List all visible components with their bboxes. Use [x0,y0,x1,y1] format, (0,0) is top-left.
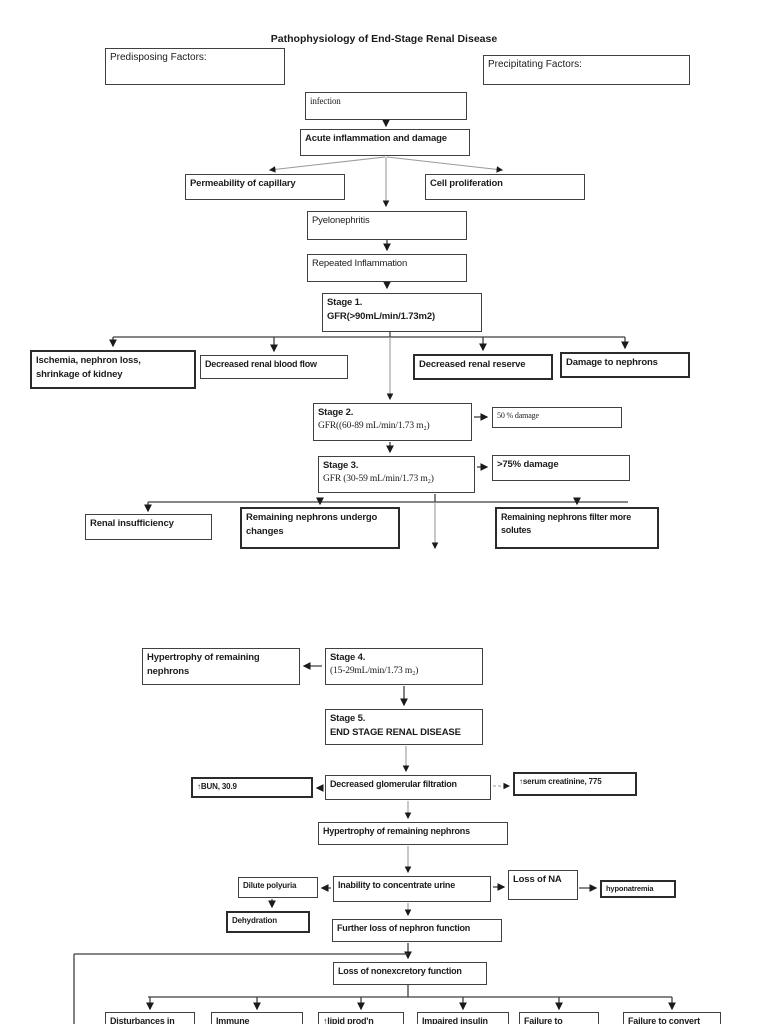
node-label: shrinkage of kidney [36,368,123,380]
node-label: Failure to [524,1016,563,1024]
node-hyponatremia: hyponatremia [600,880,676,898]
node-label: Repeated Inflammation [312,258,408,269]
node-label: GFR((60-89 mL/min/1.73 m₂) [318,420,430,431]
node-label: (15-29mL/min/1.73 m₂) [330,665,419,676]
node-label: Loss of NA [513,874,562,885]
node-loss-of-na: Loss of NA [508,870,578,900]
node-remaining-nephrons-filter-more-solutes: Remaining nephrons filter more solutes [495,507,659,549]
node-dilute-polyuria: Dilute polyuria [238,877,318,898]
node-label: ↑serum creatinine, 775 [519,777,602,786]
node-damage-to-nephrons: Damage to nephrons [560,352,690,378]
node-label: Decreased glomerular filtration [330,779,457,789]
node-label: Dehydration [232,916,278,925]
node-label: Stage 3. [323,460,359,471]
node-label: Hypertrophy of remaining [147,652,260,663]
node-permeability-of-capillary: Permeability of capillary [185,174,345,200]
node-label: Dilute polyuria [243,881,297,890]
node-label: Decreased renal blood flow [205,359,317,369]
node-label: nephrons [147,665,190,677]
node-ischemia-nephron-loss: Ischemia, nephron loss, shrinkage of kidn… [30,350,196,389]
node-label: GFR(>90mL/min/1.73m2) [327,310,435,322]
node-loss-of-nonexcretory-function: Loss of nonexcretory function [333,962,487,985]
node-remaining-nephrons-undergo-changes: Remaining nephrons undergo changes [240,507,400,549]
node-label: >75% damage [497,459,559,470]
node-label: Precipitating Factors: [488,59,582,70]
node-renal-insufficiency: Renal insufficiency [85,514,212,540]
node-stage-3: Stage 3. GFR (30-59 mL/min/1.73 m₂) [318,456,475,493]
node-label: Failure to convert [628,1016,700,1024]
node-stage-5-end-stage-renal-disease: Stage 5. END STAGE RENAL DISEASE [325,709,483,745]
node-label: Pyelonephritis [312,215,370,226]
node-infection: infection [305,92,467,120]
node-increased-serum-creatinine: ↑serum creatinine, 775 [513,772,637,796]
node-stage-4: Stage 4. (15-29mL/min/1.73 m₂) [325,648,483,685]
node-decreased-glomerular-filtration: Decreased glomerular filtration [325,775,491,800]
node-label: Remaining nephrons undergo [246,512,378,523]
node-label: GFR (30-59 mL/min/1.73 m₂) [323,473,434,484]
node-label: Stage 2. [318,407,354,418]
node-label: 50 % damage [497,411,539,420]
node-failure-to-convert: Failure to convert [623,1012,721,1024]
node-pyelonephritis: Pyelonephritis [307,211,467,240]
node-label: Permeability of capillary [190,178,296,189]
node-label: Predisposing Factors: [110,52,207,63]
node-label: Decreased renal reserve [419,359,526,370]
node-failure-to: Failure to [519,1012,599,1024]
node-label: Ischemia, nephron loss, [36,355,141,366]
node-label: Immune [216,1016,250,1024]
node-label: Stage 5. [330,713,366,724]
node-decreased-renal-blood-flow: Decreased renal blood flow [200,355,348,379]
node-decreased-renal-reserve: Decreased renal reserve [413,354,553,380]
node-label: Loss of nonexcretory function [338,966,462,976]
node-label: ↑lipid prod'n [323,1016,374,1024]
node-label: Impaired insulin [422,1016,488,1024]
node-immune: Immune [211,1012,303,1024]
node-label: Further loss of nephron function [337,923,471,933]
node-label: Damage to nephrons [566,357,658,368]
node-stage-2: Stage 2. GFR((60-89 mL/min/1.73 m₂) [313,403,472,441]
node-label: Hypertrophy of remaining nephrons [323,826,470,836]
node-50-percent-damage: 50 % damage [492,407,622,428]
node-inability-to-concentrate-urine: Inability to concentrate urine [333,876,491,902]
node-label: Stage 4. [330,652,366,663]
node-label: Cell proliferation [430,178,503,189]
node-75-percent-damage: >75% damage [492,455,630,481]
node-hypertrophy-of-remaining-nephrons-lower: Hypertrophy of remaining nephrons [318,822,508,845]
node-label: END STAGE RENAL DISEASE [330,726,461,738]
node-predisposing-factors: Predisposing Factors: [105,48,285,85]
node-label: ↑BUN, 30.9 [197,782,237,791]
node-label: Stage 1. [327,297,363,308]
node-label: changes [246,525,284,537]
node-further-loss-of-nephron-function: Further loss of nephron function [332,919,502,942]
node-stage-1: Stage 1. GFR(>90mL/min/1.73m2) [322,293,482,332]
node-hypertrophy-of-remaining-nephrons-upper: Hypertrophy of remaining nephrons [142,648,300,685]
node-label: hyponatremia [606,884,654,893]
node-label: Inability to concentrate urine [338,880,456,890]
node-increased-lipid-production: ↑lipid prod'n [318,1012,404,1024]
node-label: Acute inflammation and damage [305,133,447,144]
node-impaired-insulin: Impaired insulin [417,1012,509,1024]
node-label: Disturbances in [110,1016,175,1024]
node-repeated-inflammation: Repeated Inflammation [307,254,467,282]
node-cell-proliferation: Cell proliferation [425,174,585,200]
node-label: Remaining nephrons filter more [501,512,632,522]
node-label: infection [310,96,341,106]
node-dehydration: Dehydration [226,911,310,933]
node-label: solutes [501,525,532,536]
node-label: Renal insufficiency [90,518,174,529]
flowchart-title: Pathophysiology of End-Stage Renal Disea… [270,33,498,45]
node-disturbances-in: Disturbances in [105,1012,195,1024]
node-acute-inflammation: Acute inflammation and damage [300,129,470,156]
node-increased-bun: ↑BUN, 30.9 [191,777,313,798]
node-precipitating-factors: Precipitating Factors: [483,55,690,85]
